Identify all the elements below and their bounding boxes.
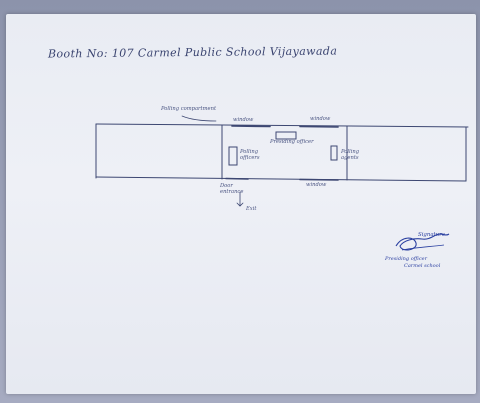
label-window-right: window: [310, 116, 331, 122]
signature-scribble: [395, 233, 450, 251]
stamp-line-1: Presiding officer: [385, 256, 427, 262]
label-exit: Exit: [246, 206, 257, 212]
window-tick-left: [231, 125, 271, 128]
label-presiding-officer: Presiding officer: [270, 139, 314, 145]
polling-agents-bench: [330, 145, 338, 161]
label-window-bottom: window: [306, 182, 327, 188]
stamp-line-2: Carmel school: [404, 263, 441, 269]
compartment-pointer: [181, 115, 217, 122]
label-polling-officers: Polling officers: [240, 149, 260, 161]
window-tick-bottom: [299, 178, 339, 181]
label-window-left: window: [233, 117, 254, 123]
signature-name: Signature: [418, 232, 445, 238]
exit-arrow: [236, 191, 244, 207]
door-tick: [225, 177, 249, 180]
presiding-officer-table: [275, 131, 297, 140]
label-polling-compartment: Polling compartment: [161, 106, 217, 112]
plan-bottom-line: [95, 176, 467, 182]
window-tick-right: [299, 125, 339, 128]
plan-top-line: [95, 123, 469, 128]
polling-officers-table: [228, 146, 238, 166]
paper-sheet: [6, 14, 476, 394]
label-door: Door entrance: [220, 183, 244, 195]
label-polling-agents: Polling agents: [341, 149, 360, 161]
